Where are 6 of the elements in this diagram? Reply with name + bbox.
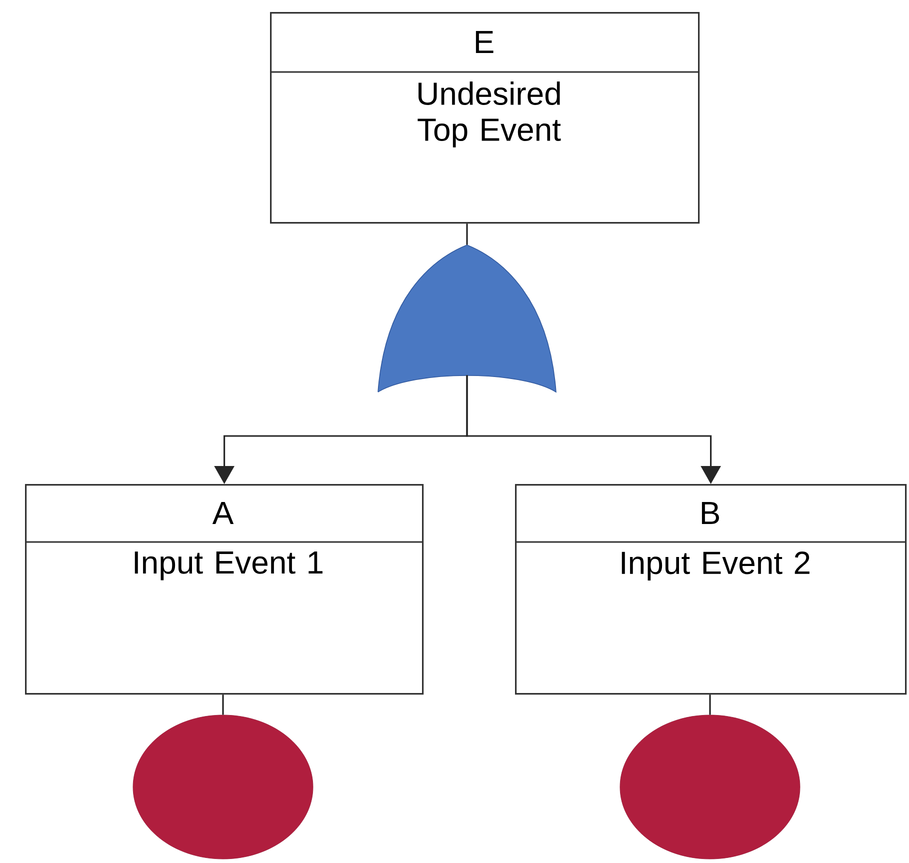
basic-event-circle	[620, 714, 800, 860]
basic-event-circle	[132, 714, 314, 860]
event-box: E Undesired Top Event	[270, 12, 700, 224]
or-gate-symbol	[378, 244, 556, 392]
event-box: B Input Event 2	[515, 484, 907, 695]
event-box: A Input Event 1	[25, 484, 424, 695]
